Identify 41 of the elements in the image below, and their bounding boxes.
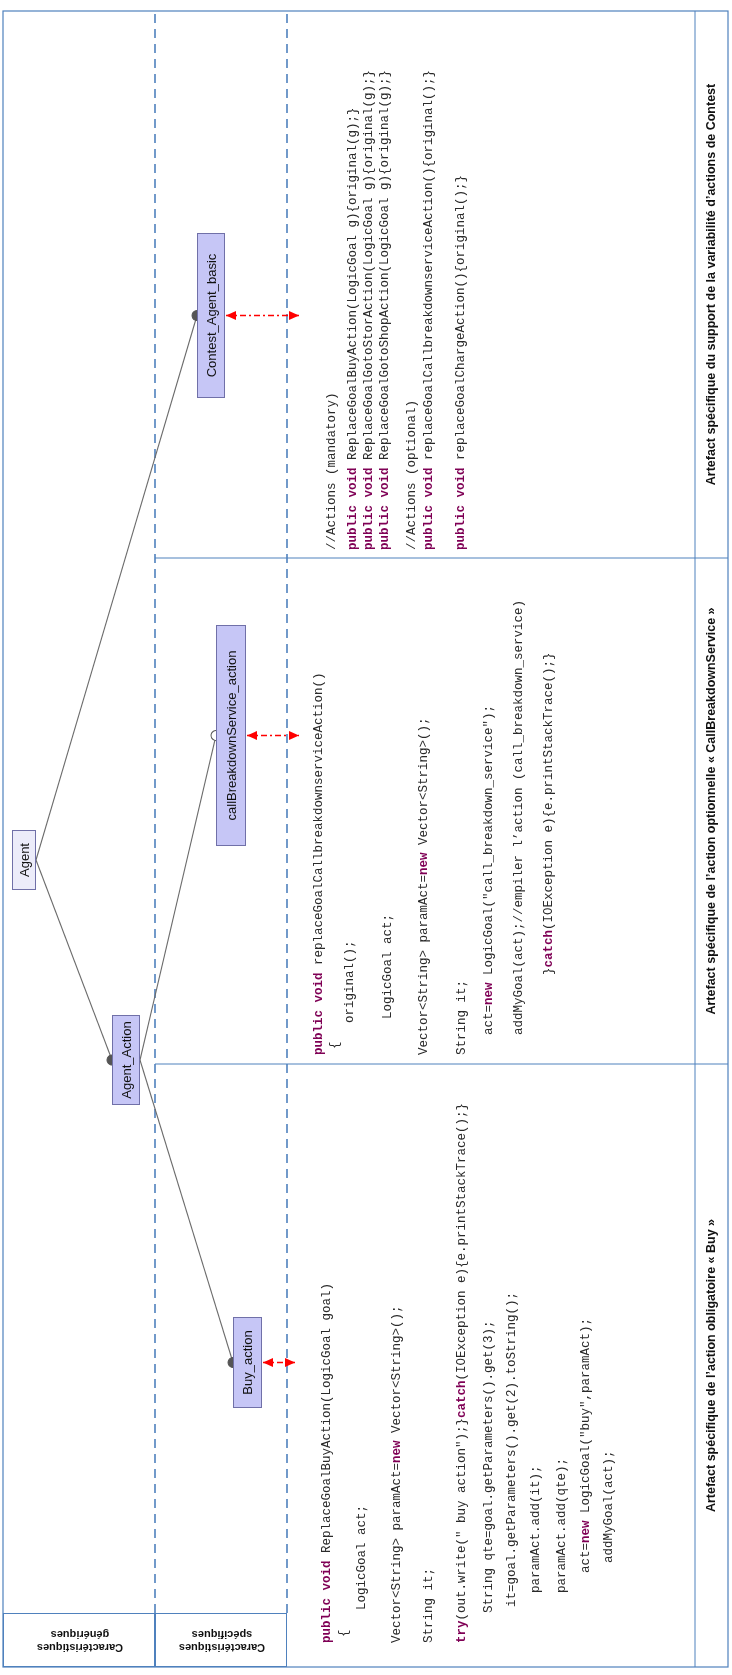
code-line: addMyGoal(act); (602, 1450, 617, 1563)
code-line: Vector<String> paramAct=new Vector<String>(); (390, 1305, 405, 1643)
code-line: public void ReplaceGoalBuyAction(LogicGoal g){original(g);} (346, 107, 361, 550)
feature-box: Buy_action (233, 1317, 262, 1408)
code-line: String it; (422, 1568, 437, 1643)
arrow (225, 311, 300, 320)
feature-box: Contest_Agent_basic (197, 233, 225, 398)
code-line: }catch(IOException e){e.printStackTrace();} (542, 652, 557, 975)
code-line: LogicGoal act; (355, 1504, 370, 1610)
code-line: public void replaceGoalCallbreakdownserviceAction() (312, 672, 327, 1055)
arrow (246, 731, 300, 740)
code-line: Vector<String> paramAct=new Vector<String>(); (417, 717, 432, 1055)
column-caption: Artefact spécifique du support de la variabilité d’actions de Contest (704, 83, 718, 486)
code-line: //Actions (mandatory) (325, 392, 340, 550)
code-line: { (328, 1041, 343, 1049)
code-line: act=new LogicGoal("call_breakdown_service"); (482, 704, 497, 1035)
feature-box: callBreakdownService_action (216, 625, 246, 846)
row-header: Caractéristiques spécifiques (177, 1628, 267, 1654)
code-line: String it; (455, 980, 470, 1055)
code-line: act=new LogicGoal("buy",paramAct); (579, 1317, 594, 1573)
code-line: { (337, 1629, 352, 1637)
code-line: paramAct.add(it); (529, 1465, 544, 1593)
code-line: public void ReplaceGoalGotoStorAction(LogicGoal g){original(g);} (362, 69, 377, 550)
code-line: //Actions (optional) (405, 399, 420, 550)
code-line: try(out.write(" buy action");}catch(IOException e){e.printStackTrace();} (455, 1102, 470, 1643)
arrow (262, 1358, 296, 1367)
code-line: public void replaceGoalCallbreakdownserviceAction(){original();} (422, 69, 437, 550)
column-caption: Artefact spécifique de l’action optionnelle « CallBreakdownService » (704, 607, 718, 1015)
code-line: public void ReplaceGoalGotoShopAction(LogicGoal g){original(g);} (378, 69, 393, 550)
code-line: original(); (343, 940, 358, 1023)
code-line: public void ReplaceGoalBuyAction(LogicGoal goal) (320, 1282, 335, 1643)
code-line: String qte=goal.getParameters().get(3); (482, 1320, 497, 1613)
code-line: LogicGoal act; (381, 913, 396, 1019)
feature-box: Agent (12, 830, 36, 890)
code-line: it=goal.getParameters().get(2).toString(); (505, 1291, 520, 1607)
code-line: addMyGoal(act);//empiler l’action (call_breakdown_service) (512, 599, 527, 1035)
code-line: paramAct.add(qte); (555, 1457, 570, 1593)
code-line: public void replaceGoalChargeAction(){original();} (454, 174, 469, 550)
column-caption: Artefact spécifique de l’action obligatoire « Buy » (704, 1218, 718, 1513)
row-header: Caractéristiques génériques (35, 1628, 125, 1654)
feature-box: Agent_Action (112, 1015, 140, 1105)
